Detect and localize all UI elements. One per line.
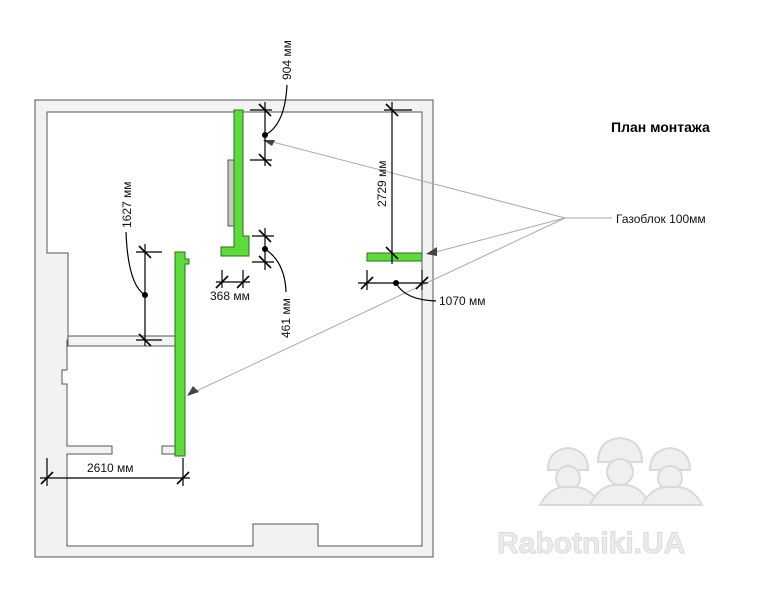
plan-title: План монтажа xyxy=(611,119,710,135)
wall-stub-lower xyxy=(161,445,177,455)
dim-461-label: 461 мм xyxy=(279,298,293,338)
dim-461: 461 мм xyxy=(252,228,293,338)
dim-1627: 1627 мм xyxy=(120,181,162,347)
dim-1070: 1070 мм xyxy=(358,270,486,308)
dim-2729-label: 2729 мм xyxy=(375,160,389,207)
partition-top xyxy=(220,109,250,257)
dim-2610-label: 2610 мм xyxy=(87,461,134,475)
dim-904-label: 904 мм xyxy=(280,40,294,80)
dim-1070-label: 1070 мм xyxy=(439,294,486,308)
dim-368: 368 мм xyxy=(210,270,250,303)
wall-stub xyxy=(67,335,177,347)
partition-left xyxy=(174,251,190,457)
dim-2729: 2729 мм xyxy=(375,102,412,264)
dim-904: 904 мм xyxy=(250,40,294,167)
dim-368-label: 368 мм xyxy=(210,289,250,303)
pointer-lines xyxy=(187,139,612,396)
partition-right xyxy=(366,252,423,262)
dim-2610: 2610 мм xyxy=(40,458,190,486)
watermark-text: Rabotniki.UA xyxy=(497,527,685,560)
watermark-logo: Rabotniki.UA xyxy=(497,436,704,561)
material-label: Газоблок 100мм xyxy=(616,212,706,226)
dim-1627-label: 1627 мм xyxy=(120,181,134,228)
helmet-icon xyxy=(538,436,704,506)
